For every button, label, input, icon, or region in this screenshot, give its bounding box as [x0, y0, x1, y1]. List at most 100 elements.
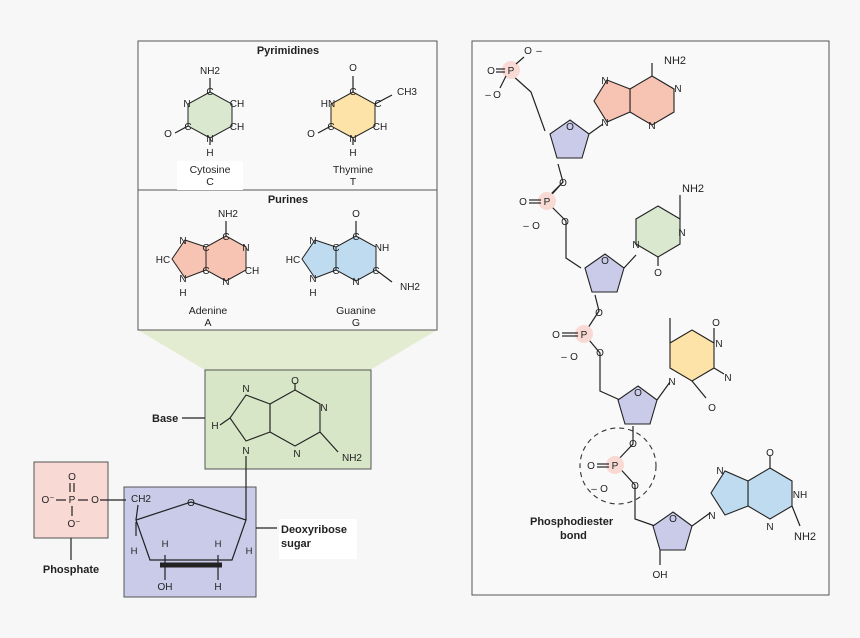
phosphate-label: Phosphate [43, 564, 99, 576]
svg-text:O: O [164, 129, 172, 140]
bond-label: bond [560, 530, 587, 542]
base-box [204, 369, 372, 470]
svg-text:N: N [183, 99, 190, 110]
svg-text:CH: CH [230, 99, 244, 110]
thymine-structure: O C C CH3 CH HN C N O H Thymine T [307, 63, 417, 188]
svg-text:CH2: CH2 [131, 494, 151, 505]
phosphate-box [33, 461, 109, 539]
sugar-label: sugar [281, 538, 312, 550]
svg-text:C: C [374, 99, 381, 110]
svg-text:NH2: NH2 [682, 183, 704, 195]
svg-text:CH: CH [373, 122, 387, 133]
svg-text:N: N [242, 384, 249, 395]
svg-text:O: O [712, 318, 720, 329]
svg-text:NH2: NH2 [342, 453, 362, 464]
svg-text:N: N [349, 134, 356, 145]
svg-text:O: O [532, 221, 540, 232]
svg-text:O: O [766, 448, 774, 459]
svg-text:O: O [559, 178, 567, 189]
svg-text:N: N [293, 449, 300, 460]
svg-text:O: O [91, 495, 99, 506]
svg-text:O: O [634, 388, 642, 399]
svg-text:N: N [632, 240, 639, 251]
svg-text:–: – [536, 46, 542, 57]
svg-text:CH: CH [245, 266, 259, 277]
dna-strand-panel: P O O – O – O N N N N NH2 P O O O – O [471, 40, 830, 596]
svg-text:NH2: NH2 [794, 531, 816, 543]
svg-text:H: H [349, 148, 356, 159]
svg-text:C: C [202, 243, 209, 254]
svg-text:C: C [222, 232, 229, 243]
deoxyribose-label: Deoxyribose [281, 524, 347, 536]
svg-text:O: O [595, 308, 603, 319]
svg-text:O: O [587, 461, 595, 472]
cytosine-name: Cytosine [190, 164, 231, 176]
svg-text:O: O [307, 129, 315, 140]
svg-text:N: N [179, 274, 186, 285]
svg-text:HN: HN [321, 99, 335, 110]
svg-text:O: O [566, 122, 574, 133]
svg-text:O: O [493, 90, 501, 101]
svg-text:O: O [669, 514, 677, 525]
adenine-structure: NH2 C N CH N C C N HC N H Adenine A [156, 209, 259, 329]
zoom-connector [138, 330, 437, 370]
svg-text:O: O [352, 209, 360, 220]
svg-text:H: H [215, 539, 222, 550]
svg-text:N: N [242, 243, 249, 254]
svg-text:O: O [601, 256, 609, 267]
svg-text:H: H [131, 546, 138, 557]
svg-text:H: H [246, 546, 253, 557]
svg-text:HC: HC [156, 255, 170, 266]
svg-text:CH: CH [230, 122, 244, 133]
svg-text:O: O [629, 439, 637, 450]
nucleotide-diagram: O N N N N H NH2 O CH2 H H H H OH H O P O… [33, 369, 372, 598]
svg-text:–: – [591, 484, 597, 495]
svg-text:NH2: NH2 [400, 282, 420, 293]
svg-text:N: N [352, 277, 359, 288]
svg-text:N: N [320, 403, 327, 414]
svg-text:P: P [544, 197, 551, 208]
svg-text:OH: OH [158, 582, 173, 593]
svg-text:N: N [715, 339, 722, 350]
svg-text:NH: NH [375, 243, 389, 254]
svg-text:C: C [372, 266, 379, 277]
svg-text:N: N [766, 522, 773, 533]
svg-text:H: H [211, 421, 218, 432]
svg-text:P: P [581, 330, 588, 341]
svg-text:O: O [552, 330, 560, 341]
svg-text:O⁻: O⁻ [67, 519, 80, 530]
purines-title: Purines [268, 194, 308, 206]
svg-text:O: O [654, 268, 662, 279]
svg-text:O: O [519, 197, 527, 208]
svg-text:O: O [600, 484, 608, 495]
svg-text:–: – [561, 352, 567, 363]
svg-text:P: P [69, 495, 76, 506]
bases-panel: Pyrimidines Purines NH2 C CH CH N C N O … [137, 40, 438, 331]
svg-text:N: N [206, 134, 213, 145]
svg-text:O: O [349, 63, 357, 74]
svg-text:C: C [349, 87, 356, 98]
guanine-structure: O C NH C NH2 N C C N HC N H Guanine G [286, 209, 421, 329]
svg-text:H: H [179, 288, 186, 299]
svg-text:N: N [309, 236, 316, 247]
svg-text:O: O [596, 348, 604, 359]
svg-text:C: C [202, 266, 209, 277]
svg-text:C: C [184, 122, 191, 133]
svg-text:O: O [487, 66, 495, 77]
svg-text:O: O [524, 46, 532, 57]
svg-text:O: O [708, 403, 716, 414]
svg-text:O: O [570, 352, 578, 363]
svg-text:C: C [332, 243, 339, 254]
svg-text:N: N [179, 236, 186, 247]
svg-text:NH: NH [793, 490, 807, 501]
svg-text:N: N [668, 377, 675, 388]
cytosine-letter: C [206, 176, 214, 188]
svg-text:NH2: NH2 [218, 209, 238, 220]
thymine-letter: T [350, 176, 357, 188]
svg-text:N: N [242, 446, 249, 457]
svg-text:C: C [206, 87, 213, 98]
svg-text:N: N [716, 466, 723, 477]
svg-text:O: O [68, 472, 76, 483]
svg-text:N: N [601, 76, 608, 87]
